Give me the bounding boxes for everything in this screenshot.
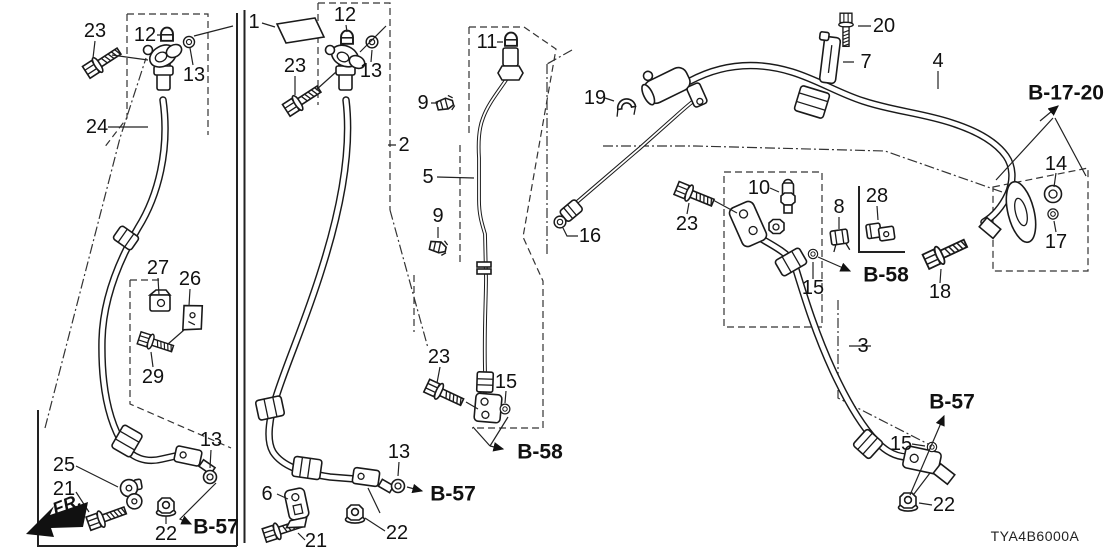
cap-icon-11	[504, 31, 518, 47]
clip-icon-9a	[434, 93, 457, 115]
clip-icon-9b	[427, 237, 450, 258]
receiver-pipe-5	[473, 47, 524, 424]
bracket-28-lines	[858, 186, 905, 253]
clip-icon-28	[865, 222, 896, 242]
clip-icon-27	[147, 289, 172, 312]
compressor-flange	[1005, 180, 1037, 244]
suction-hose-24	[98, 43, 217, 476]
ac-pipe-assembly-4	[641, 61, 1037, 244]
oring-icon-13a	[182, 35, 196, 49]
cap-icon-12a	[160, 26, 174, 42]
nut-icon-22d	[897, 492, 919, 512]
pipe-5-top-fitting	[497, 47, 524, 81]
discharge-hose-3	[728, 200, 956, 486]
pressure-sensor-icon-10	[780, 178, 796, 214]
cap-icon-12b	[340, 29, 354, 45]
clip-icon-8	[829, 228, 851, 253]
oring-icon-17	[1047, 208, 1059, 220]
oring-icon-15c	[499, 403, 511, 415]
clamp-icon-25	[119, 478, 143, 510]
oring-icon-13b	[365, 35, 379, 49]
bolt-icon-23a	[80, 43, 125, 81]
bracket-icon-6	[284, 487, 310, 529]
bolt-icon-21a	[84, 501, 129, 533]
hose-3-bracket	[728, 200, 768, 248]
clamp-icon-19	[616, 98, 637, 117]
pipe-5-end-fitting	[473, 392, 503, 424]
washer-icon-14	[1043, 184, 1063, 204]
oring-icon-16	[553, 215, 567, 229]
bracket-icon-26	[181, 304, 204, 331]
panel-left-border	[37, 10, 246, 547]
pipe-4-elbow	[641, 66, 691, 106]
fr-direction-arrow	[26, 502, 88, 537]
hose-3-union	[768, 218, 785, 235]
bolt-icon-23c	[422, 377, 467, 411]
liquid-pipe-16	[559, 94, 702, 223]
bolt-icon-23d	[672, 179, 717, 212]
nut-icon-22a	[155, 497, 177, 517]
oring-icon-15d	[807, 248, 819, 260]
oring-icon-13b2	[390, 478, 406, 494]
suction-hose-2	[254, 44, 395, 494]
label-sticker-icon-1	[275, 17, 326, 44]
bolt-icon-18	[920, 233, 971, 272]
nut-icon-22b	[344, 504, 366, 524]
hose-24-fitting	[142, 43, 183, 91]
bolt-icon-23b	[280, 81, 325, 119]
hose-2-fitting	[324, 44, 366, 91]
oring-icon-13a2	[202, 469, 218, 485]
diagram-code: TYA4B6000A	[990, 528, 1080, 544]
bracket-icon-7	[818, 31, 842, 85]
